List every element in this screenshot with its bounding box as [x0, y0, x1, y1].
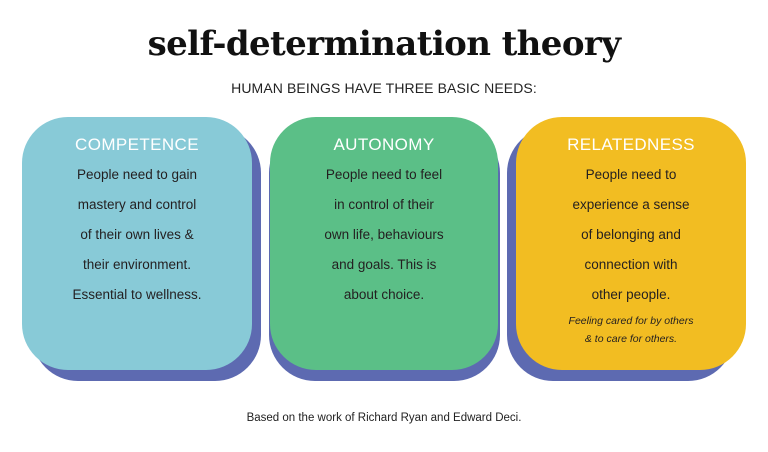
- autonomy-line: in control of their: [334, 197, 434, 212]
- competence-card: COMPETENCE People need to gain mastery a…: [22, 117, 252, 370]
- page-subtitle: HUMAN BEINGS HAVE THREE BASIC NEEDS:: [231, 80, 537, 96]
- relatedness-line: experience a sense: [572, 197, 690, 212]
- relatedness-line: of belonging and: [581, 227, 681, 242]
- autonomy-title: AUTONOMY: [333, 135, 435, 154]
- relatedness-line: People need to: [585, 167, 677, 182]
- relatedness-line: other people.: [591, 287, 671, 302]
- competence-title: COMPETENCE: [75, 135, 199, 154]
- relatedness-note: Feeling cared for by others: [568, 315, 694, 327]
- competence-line: People need to gain: [76, 167, 198, 182]
- relatedness-line: connection with: [584, 257, 678, 272]
- autonomy-line: People need to feel: [325, 167, 443, 182]
- autonomy-line: own life, behaviours: [324, 227, 444, 242]
- relatedness-note: & to care for others.: [584, 333, 678, 345]
- attribution-footer: Based on the work of Richard Ryan and Ed…: [246, 412, 522, 424]
- relatedness-title: RELATEDNESS: [567, 135, 695, 154]
- relatedness-card: RELATEDNESS People need to experience a …: [516, 117, 746, 370]
- competence-line: Essential to wellness.: [72, 287, 202, 302]
- competence-line: mastery and control: [77, 197, 197, 212]
- autonomy-line: about choice.: [343, 287, 425, 302]
- autonomy-card: AUTONOMY People need to feel in control …: [270, 117, 498, 370]
- relatedness-notes: Feeling cared for by others & to care fo…: [516, 312, 746, 348]
- autonomy-line: and goals. This is: [331, 257, 437, 272]
- page-title: self-determination theory: [147, 24, 621, 64]
- competence-line: of their own lives &: [80, 227, 194, 242]
- competence-line: their environment.: [82, 257, 192, 272]
